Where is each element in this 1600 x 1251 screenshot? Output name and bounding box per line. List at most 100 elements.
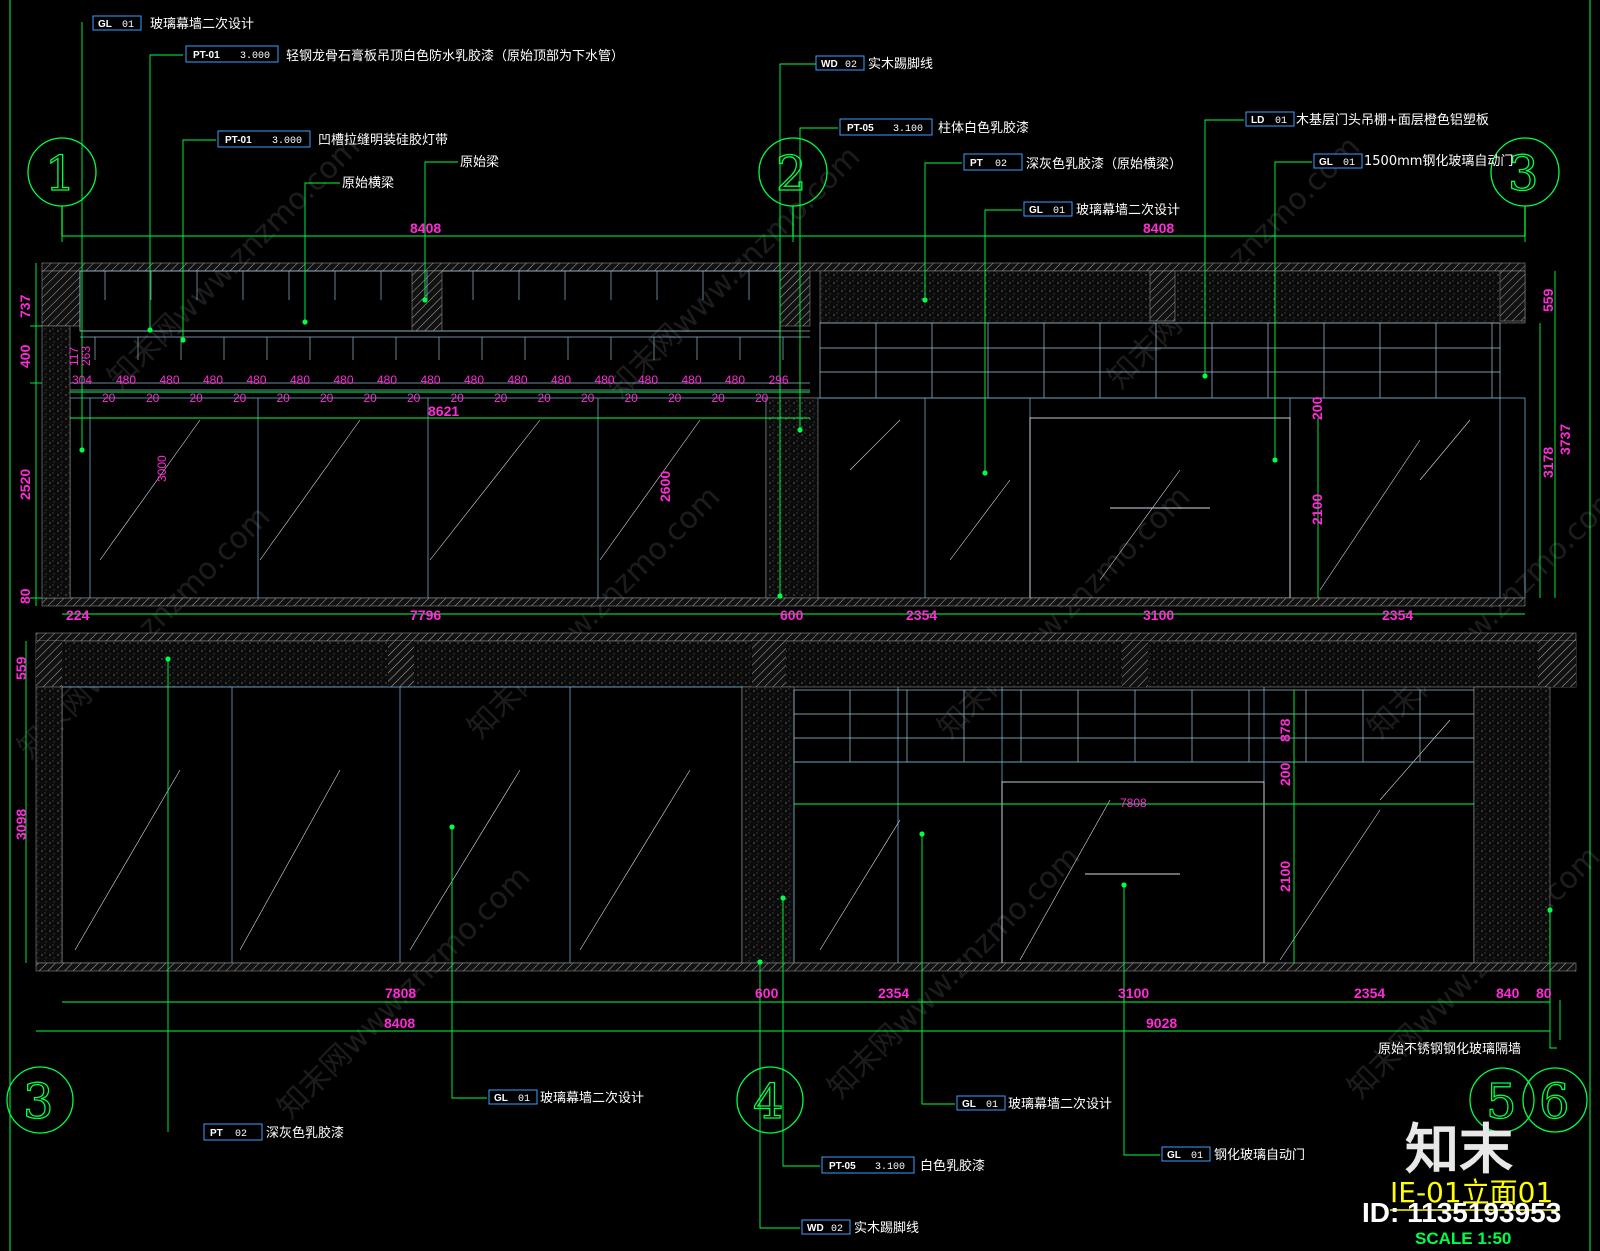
reflection-line — [99, 419, 201, 561]
bottom-white-column — [741, 686, 795, 964]
dim-label: 878 — [1277, 718, 1293, 742]
tag-number: 02 — [831, 1224, 843, 1235]
leader-dot — [147, 327, 153, 333]
leader-dot — [1202, 373, 1208, 379]
leader-dot — [919, 831, 925, 837]
annotation-label: 柱体白色乳胶漆 — [938, 120, 1029, 136]
reflection-line — [239, 769, 341, 951]
tag-code: PT-01 — [193, 50, 220, 61]
dim-label: 9028 — [1146, 1015, 1177, 1031]
bottom-right-wall — [1473, 686, 1551, 964]
tag-code: PT-05 — [847, 123, 874, 134]
dim-label: 2600 — [657, 471, 673, 502]
tag-code: GL — [1029, 205, 1043, 216]
tag-code: GL — [1319, 157, 1333, 168]
leader-dot — [422, 297, 428, 303]
reflection-line — [74, 769, 181, 951]
spacing-labels: 3042048020480204802048020480204802048020… — [72, 373, 789, 405]
annotation-label: 轻钢龙骨石膏板吊顶白色防水乳胶漆（原始顶部为下水管） — [286, 48, 624, 64]
dim-label: 840 — [1496, 985, 1520, 1001]
tag-number: 01 — [1053, 206, 1065, 217]
bottom-beam-concrete — [35, 640, 1577, 688]
annotation-label: 实木踢脚线 — [868, 56, 933, 72]
reflection-line — [1419, 419, 1471, 481]
tag-code: LD — [1251, 115, 1264, 126]
tag-code: GL — [494, 1093, 508, 1104]
grid-bubble-label: 4 — [753, 1074, 784, 1130]
reflection-line — [599, 419, 701, 561]
leader-dot — [797, 427, 803, 433]
beam-column — [1122, 641, 1148, 687]
reflection-line — [1019, 799, 1111, 961]
dim-label: 559 — [13, 656, 29, 680]
right-column-stub — [1149, 270, 1176, 322]
spacing-sub-label: 20 — [755, 391, 769, 405]
dimension-texts: 8408 8408 737 400 2520 80 117 263 8621 3… — [13, 220, 1573, 1031]
annotation-label: 玻璃幕墙二次设计 — [1008, 1096, 1112, 1112]
spacing-label: 480 — [725, 373, 745, 387]
dim-label: 7808 — [1120, 796, 1147, 810]
grid-bubble-label: 5 — [1486, 1074, 1517, 1130]
dim-label: 737 — [17, 294, 33, 318]
reflection-line — [1279, 809, 1381, 961]
bottom-elevation — [35, 632, 1577, 972]
header-panel-mullions — [875, 323, 1493, 398]
tag-code: PT — [210, 1128, 223, 1139]
beam-column — [388, 641, 414, 687]
reflection-line — [849, 419, 901, 471]
watermark: 知末网www.znzmo.com — [821, 839, 1087, 1105]
dim-label: 400 — [17, 344, 33, 368]
tag-number: 3.100 — [875, 1162, 905, 1173]
glass-mullions — [89, 398, 1501, 598]
tag-number: 01 — [122, 20, 134, 31]
bottom-floor — [35, 962, 1577, 972]
reflection-line — [259, 419, 361, 561]
watermark: 知末网www.znzmo.com — [101, 129, 367, 395]
sheet-border — [9, 0, 1591, 1251]
leader-dot — [777, 593, 783, 599]
leader-dot — [757, 959, 763, 965]
reflection-line — [1099, 469, 1181, 581]
leader-dot — [1121, 882, 1127, 888]
annotation-label: 1500mm钢化玻璃自动门 — [1364, 154, 1513, 169]
reflection-line — [819, 819, 901, 951]
top-floor — [41, 597, 1526, 607]
reflection-line — [429, 419, 541, 561]
grid-bubble-label: 2 — [776, 146, 807, 202]
spacing-sub-label: 20 — [407, 391, 421, 405]
annotation-label: 原始横梁 — [342, 176, 394, 191]
header-panel-mullions — [849, 690, 1421, 762]
dim-label: 7796 — [410, 607, 441, 623]
dim-label: 224 — [66, 607, 90, 623]
tag-code: PT-01 — [225, 135, 252, 146]
dim-label: 8408 — [1143, 220, 1174, 236]
annotation-label: 玻璃幕墙二次设计 — [1076, 202, 1180, 218]
spacing-label: 480 — [334, 373, 354, 387]
right-end-column — [1499, 270, 1526, 322]
annotation-label: 深灰色乳胶漆 — [266, 1125, 344, 1141]
dim-label: 3098 — [13, 809, 29, 840]
grid-bubble-label: 1 — [45, 146, 76, 202]
leader-dot — [1272, 457, 1278, 463]
annotation-label: 实木踢脚线 — [854, 1220, 919, 1236]
dim-label: 2354 — [1382, 607, 1413, 623]
leader-dot — [180, 337, 186, 343]
glass-reflection-lines — [74, 719, 1451, 961]
spacing-sub-label: 20 — [277, 391, 291, 405]
reflection-line — [579, 769, 691, 951]
reflection-line — [1319, 439, 1421, 591]
grid-bubble-labels: 1 2 3 3 4 5 6 — [22, 145, 1570, 1130]
top-elevation — [41, 262, 1526, 607]
leader-dot — [79, 447, 85, 453]
leader-lines — [81, 22, 1557, 1229]
top-left-wall — [41, 325, 71, 599]
annotation-label: 凹槽拉缝明装硅胶灯带 — [318, 132, 448, 148]
column-section — [779, 270, 811, 327]
spacing-sub-label: 20 — [320, 391, 334, 405]
dim-label: 8408 — [410, 220, 441, 236]
dim-label: 80 — [17, 588, 33, 604]
spacing-label: 480 — [116, 373, 136, 387]
tag-number: 02 — [995, 159, 1007, 170]
leader-dot — [922, 297, 928, 303]
